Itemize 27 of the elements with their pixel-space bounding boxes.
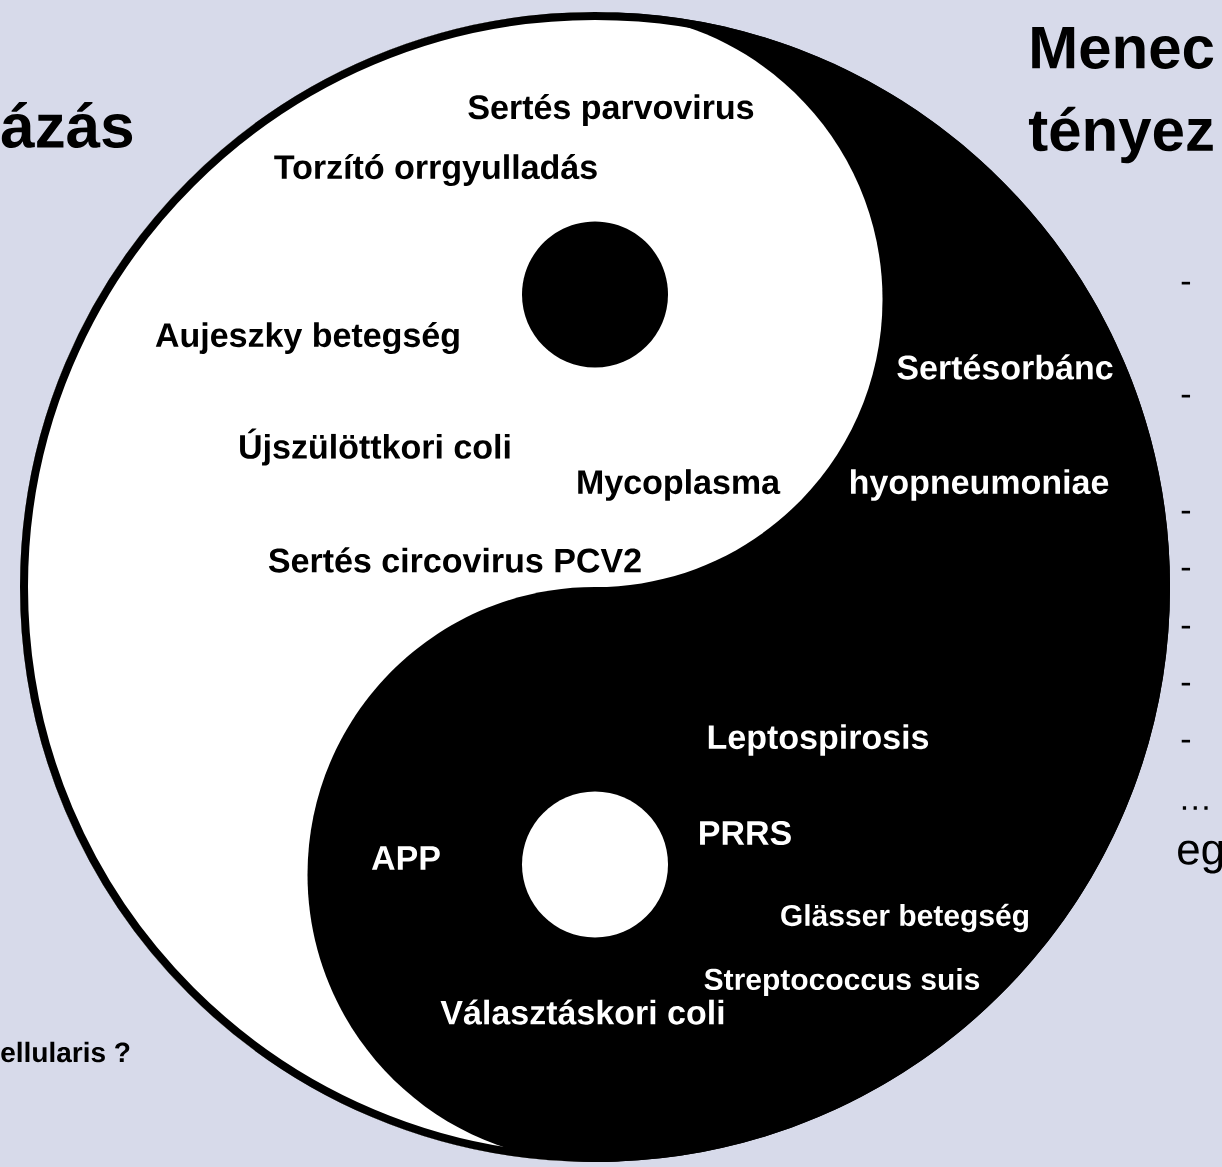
disease-label: hyopneumoniae	[851, 469, 1109, 501]
disease-label: Torzító orrgyulladás	[274, 153, 597, 187]
bullet-dash: -	[1181, 281, 1191, 285]
bullet-dash: -	[1181, 739, 1191, 743]
disease-label: Aujeszky betegség	[155, 321, 459, 355]
bullet-dash: -	[1181, 394, 1191, 398]
disease-label: ellularis ?	[1, 1041, 130, 1063]
bullet-dash: -	[1181, 510, 1191, 514]
disease-label: PRRS	[700, 820, 791, 846]
heading-text: ázás	[1, 101, 133, 149]
disease-label: Újszülöttkori coli	[240, 428, 510, 466]
disease-label: Leptospirosis	[708, 724, 929, 756]
bullet-dash: -	[1181, 567, 1191, 571]
disease-label: Sertésorbánc	[897, 354, 1113, 380]
disease-label: Streptococcus suis	[704, 968, 980, 996]
body-text: eg	[1178, 840, 1222, 874]
ellipsis-text: …	[1182, 806, 1208, 810]
bullet-dash: -	[1181, 625, 1191, 629]
heading-text: Menec	[1032, 27, 1214, 69]
disease-label: Sertés circovirus PCV2	[268, 547, 641, 573]
heading-text: tényez	[1028, 106, 1213, 164]
disease-label: Glässer betegség	[781, 903, 1029, 933]
disease-label: APP	[371, 846, 440, 870]
bullet-dash: -	[1181, 682, 1191, 686]
disease-label: Sertés parvovirus	[468, 94, 754, 126]
disease-label: Választáskori coli	[440, 999, 724, 1025]
disease-label: Mycoplasma	[578, 469, 781, 501]
